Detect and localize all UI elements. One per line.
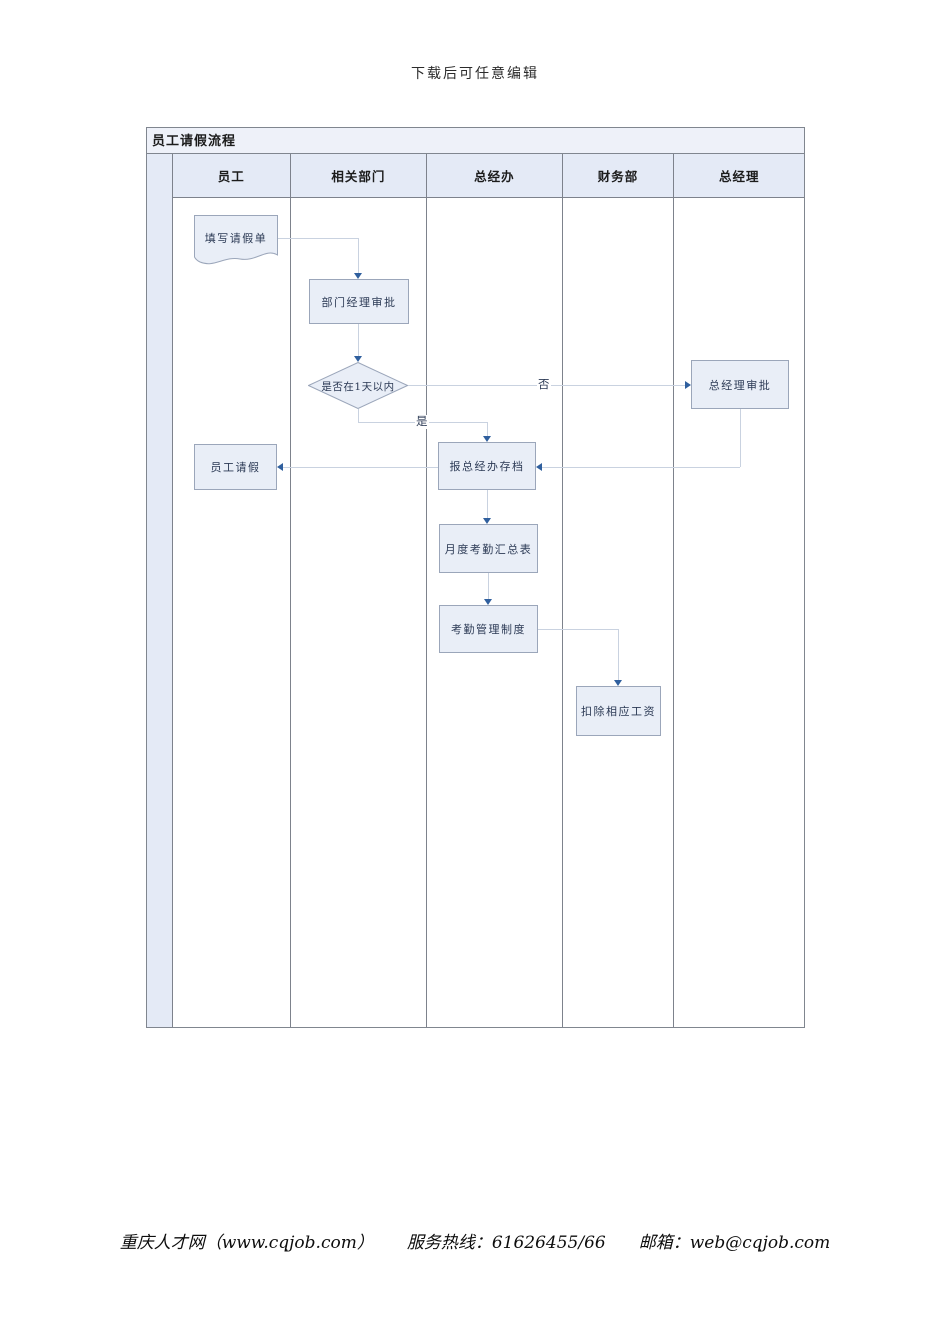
lane-header-employee: 员工 [172, 154, 290, 198]
swimlanes: 员工 相关部门 总经办 财务部 总经理 [147, 154, 804, 1027]
swimlane-flowchart: 员工请假流程 员工 相关部门 总经办 财务部 总经理 [146, 127, 805, 1028]
lane-header-general-manager: 总经理 [674, 154, 804, 198]
lane-header-related-dept: 相关部门 [290, 154, 427, 198]
page-footer: 重庆人才网（www.cqjob.com） 服务热线：61626455/66 邮箱… [0, 1228, 950, 1253]
footer-email: 邮箱：web@cqjob.com [638, 1233, 831, 1253]
footer-site: 重庆人才网（www.cqjob.com） [119, 1233, 374, 1253]
lane-gm-office: 总经办 [427, 154, 563, 1027]
lane-related-dept: 相关部门 [290, 154, 428, 1027]
lane-header-gm-office: 总经办 [427, 154, 562, 198]
page-header-note: 下载后可任意编辑 [411, 66, 539, 82]
footer-hotline: 服务热线：61626455/66 [406, 1233, 606, 1253]
flowchart-title: 员工请假流程 [147, 128, 804, 154]
lane-general-manager: 总经理 [674, 154, 804, 1027]
lane-finance-dept: 财务部 [562, 154, 675, 1027]
phase-column [147, 154, 173, 1027]
lane-employee: 员工 [172, 154, 291, 1027]
lane-header-finance-dept: 财务部 [562, 154, 674, 198]
